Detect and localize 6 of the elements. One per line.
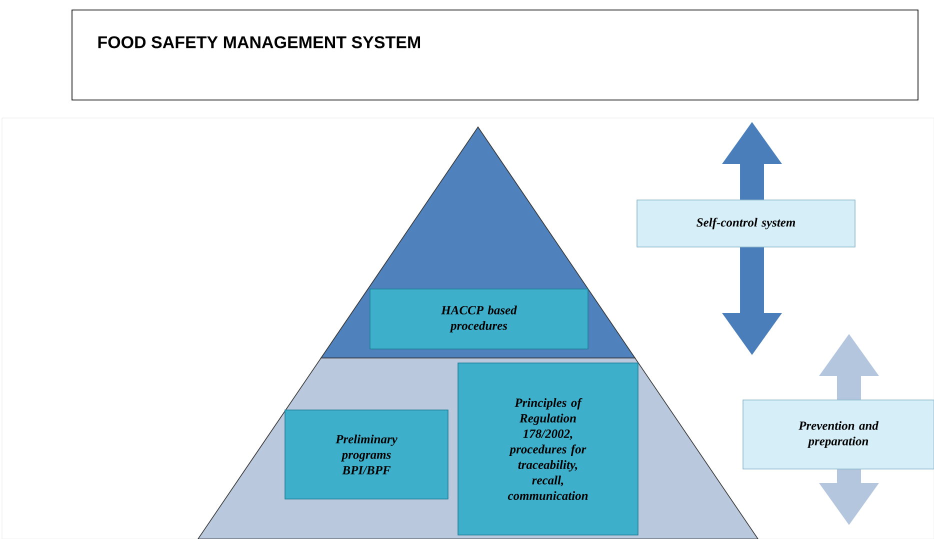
text-box: HACCP based procedures: [370, 288, 588, 350]
label-box: Self-control system: [636, 200, 856, 248]
label-box: Prevention and preparation: [742, 400, 934, 470]
text-box: Principles of Regulation 178/2002, procedures for traceability, recall, communication: [458, 362, 638, 536]
text-box: Preliminary programs BPI/BPF: [284, 410, 448, 500]
title-box: FOOD SAFETY MANAGEMENT SYSTEM: [72, 10, 918, 100]
